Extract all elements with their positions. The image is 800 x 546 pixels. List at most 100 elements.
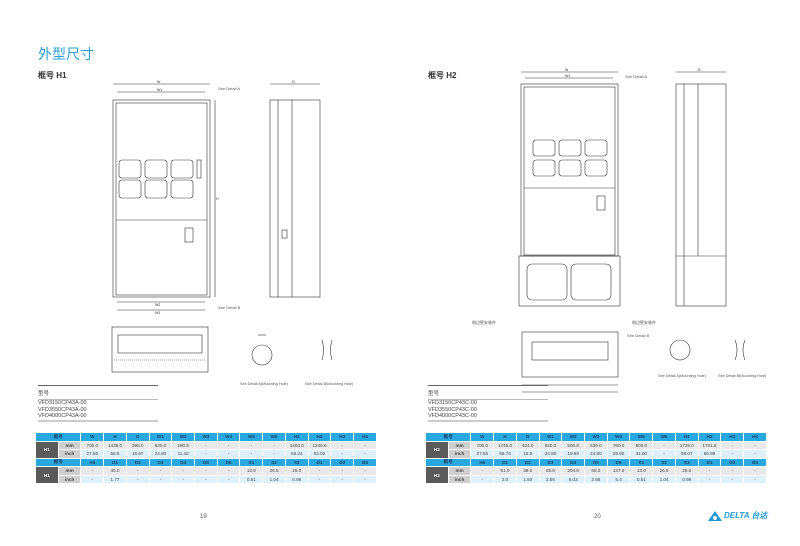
column-header: H: [493, 432, 517, 442]
table-cell: 26.5: [652, 466, 676, 476]
table-cell: 51.0: [493, 466, 517, 476]
table-cell: -: [697, 466, 722, 476]
svg-text:W3: W3: [155, 311, 160, 315]
table-cell: 2.68: [584, 474, 608, 484]
table-cell: 700.0: [80, 440, 105, 450]
svg-text:W2: W2: [155, 303, 160, 307]
column-header: D5: [194, 457, 218, 467]
model-item: VFD3150CP43A-00: [38, 400, 87, 406]
table-cell: -: [148, 466, 173, 476]
frame-title-h2: 框号 H2: [428, 71, 457, 80]
model-header: 型号: [38, 385, 158, 400]
column-header: D2: [125, 457, 150, 467]
table-cell: -: [239, 449, 264, 459]
table-cell: 15.9: [515, 449, 540, 459]
table-cell: 2.56: [538, 474, 563, 484]
table-cell: 13.0: [239, 466, 264, 476]
unit-label: mm: [447, 440, 472, 450]
column-header: W5: [239, 432, 264, 442]
table-cell: 27.56: [80, 449, 105, 459]
table-cell: -: [743, 440, 767, 450]
column-header: H1: [284, 432, 309, 442]
column-header: S1: [629, 457, 654, 467]
svg-text:W1: W1: [565, 74, 570, 78]
table-cell: -: [330, 466, 355, 476]
column-header: Ø2: [330, 457, 355, 467]
column-header: W1: [148, 432, 173, 442]
table-cell: 31.50: [629, 449, 654, 459]
table-cell: 45.0: [103, 466, 127, 476]
svg-text:D: D: [698, 68, 701, 72]
table-cell: 38.0: [515, 466, 540, 476]
column-header: W4: [606, 432, 631, 442]
table-cell: 53.02: [307, 449, 332, 459]
table-cell: -: [353, 440, 377, 450]
svg-text:W: W: [565, 68, 569, 72]
table-cell: 68.70: [493, 449, 517, 459]
table-cell: -: [353, 474, 377, 484]
page-number-right: 20: [594, 514, 601, 520]
table-cell: -: [330, 449, 355, 459]
table-cell: 13.0: [629, 466, 654, 476]
table-cell: -: [720, 466, 745, 476]
table-cell: -: [216, 466, 241, 476]
column-header: H: [103, 432, 127, 442]
column-header: D1: [103, 457, 127, 467]
page-number-left: 19: [200, 514, 207, 520]
table-cell: -: [652, 440, 676, 450]
table-cell: -: [307, 474, 332, 484]
unit-label: inch: [57, 449, 82, 459]
column-header: W: [80, 432, 105, 442]
table-cell: -: [743, 466, 767, 476]
table-cell: 1435.0: [103, 440, 127, 450]
table-cell: 1346.6: [307, 440, 332, 450]
table-cell: -: [216, 440, 241, 450]
frame-title-h1: 框号 H1: [38, 71, 67, 80]
column-header: D6: [216, 457, 241, 467]
table-cell: 1745.0: [493, 440, 517, 450]
column-header: H3: [720, 432, 745, 442]
table-cell: 25.0: [674, 466, 699, 476]
column-header: H5: [80, 457, 105, 467]
table-cell: 800.0: [629, 440, 654, 450]
column-header: Ø1: [697, 457, 722, 467]
table-cell: -: [330, 440, 355, 450]
table-cell: 290.0: [171, 440, 196, 450]
table-cell: 26.5: [262, 466, 286, 476]
table-cell: -: [148, 474, 173, 484]
table-cell: 1.04: [652, 474, 676, 484]
table-cell: 19.69: [561, 449, 586, 459]
callout-side-mount-left: 侧边壁安装件: [472, 320, 496, 325]
frame-label: H2: [425, 466, 449, 484]
svg-text:H: H: [216, 197, 219, 201]
unit-label: mm: [57, 440, 82, 450]
column-header: H5: [470, 457, 495, 467]
table-cell: 27.56: [470, 449, 495, 459]
column-header: W2: [171, 432, 196, 442]
table-cell: 204.0: [561, 466, 586, 476]
table-cell: -: [216, 449, 241, 459]
table-cell: -: [353, 466, 377, 476]
column-header: H2: [307, 432, 332, 442]
table-cell: 24.80: [584, 449, 608, 459]
table-cell: 1403.0: [284, 440, 309, 450]
table-cell: 55.24: [284, 449, 309, 459]
column-header: D: [515, 432, 540, 442]
table-cell: -: [80, 466, 105, 476]
frame-label: H1: [35, 440, 59, 459]
delta-logo-text: DELTA 台达: [724, 511, 768, 520]
column-header: S1: [239, 457, 264, 467]
column-header: S2: [652, 457, 676, 467]
column-header: D3: [538, 457, 563, 467]
callout-detail-a: See Detail A: [218, 86, 241, 91]
h1-front-view-drawing: W W1 W2 W3 H: [112, 80, 219, 315]
table-cell: 0.98: [674, 474, 699, 484]
svg-text:W1: W1: [157, 88, 162, 92]
table-cell: -: [652, 449, 676, 459]
